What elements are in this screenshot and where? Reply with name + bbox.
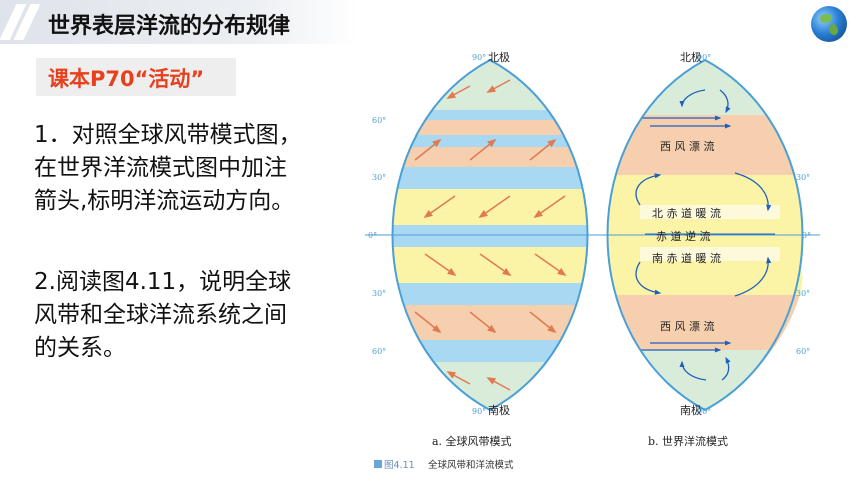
right-outline — [606, 58, 804, 412]
title-bar: 世界表层洋流的分布规律 — [0, 0, 358, 44]
westerly-drift-south-label: 西 风 漂 流 — [660, 319, 715, 333]
right-lat-0: 0° — [802, 231, 811, 240]
right-lat-60s: 60° — [796, 347, 810, 356]
right-north-label: 北极 — [680, 50, 702, 64]
question-2: 2.阅读图4.11，说明全球 风带和全球洋流系统之间 的关系。 — [34, 266, 344, 365]
westerly-drift-north-label: 西 风 漂 流 — [660, 139, 715, 153]
south-equatorial-current-label: 南 赤 道 暖 流 — [652, 251, 721, 265]
question-2-line: 2.阅读图4.11，说明全球 — [34, 269, 292, 295]
globe-icon — [811, 6, 847, 42]
question-2-line: 风带和全球洋流系统之间 — [34, 302, 287, 328]
left-lat-90s: 90° — [472, 407, 486, 416]
right-lat-90s: 90° — [697, 407, 711, 416]
figure-number: 图4.11 — [384, 460, 415, 471]
wind-belt-map — [392, 60, 588, 410]
activity-badge: 课本P70“活动” — [36, 58, 236, 96]
equatorial-countercurrent-label: 赤 道 逆 流 — [656, 229, 711, 243]
left-south-label: 南极 — [488, 403, 510, 417]
question-2-line: 的关系。 — [34, 335, 126, 361]
figure-caption: 全球风带和洋流模式 — [428, 459, 514, 471]
question-1: 1．对照全球风带模式图， 在世界洋流模式图中加注 箭头,标明洋流运动方向。 — [34, 119, 344, 218]
slide-title: 世界表层洋流的分布规律 — [48, 14, 291, 39]
badge-text: 课本P70“活动” — [48, 67, 205, 91]
right-lat-30s: 30° — [796, 289, 810, 298]
right-lat-90n: 90° — [697, 53, 711, 62]
left-lat-0: 0° — [368, 231, 377, 240]
question-1-line: 箭头,标明洋流运动方向。 — [34, 188, 295, 214]
left-north-label: 北极 — [488, 50, 510, 64]
question-1-line: 在世界洋流模式图中加注 — [34, 155, 287, 181]
north-equatorial-current-label: 北 赤 道 暖 流 — [652, 206, 721, 220]
left-outline — [391, 58, 589, 412]
right-south-label: 南极 — [680, 403, 702, 417]
right-caption: b. 世界洋流模式 — [648, 434, 728, 448]
question-1-line: 1．对照全球风带模式图， — [34, 122, 302, 148]
left-lat-30s: 30° — [372, 289, 386, 298]
left-lat-90n: 90° — [472, 53, 486, 62]
left-caption: a. 全球风带模式 — [432, 434, 512, 448]
left-lat-30n: 30° — [372, 173, 386, 182]
left-lat-60n: 60° — [372, 116, 386, 125]
left-lat-60s: 60° — [372, 347, 386, 356]
right-lat-30n: 30° — [796, 173, 810, 182]
